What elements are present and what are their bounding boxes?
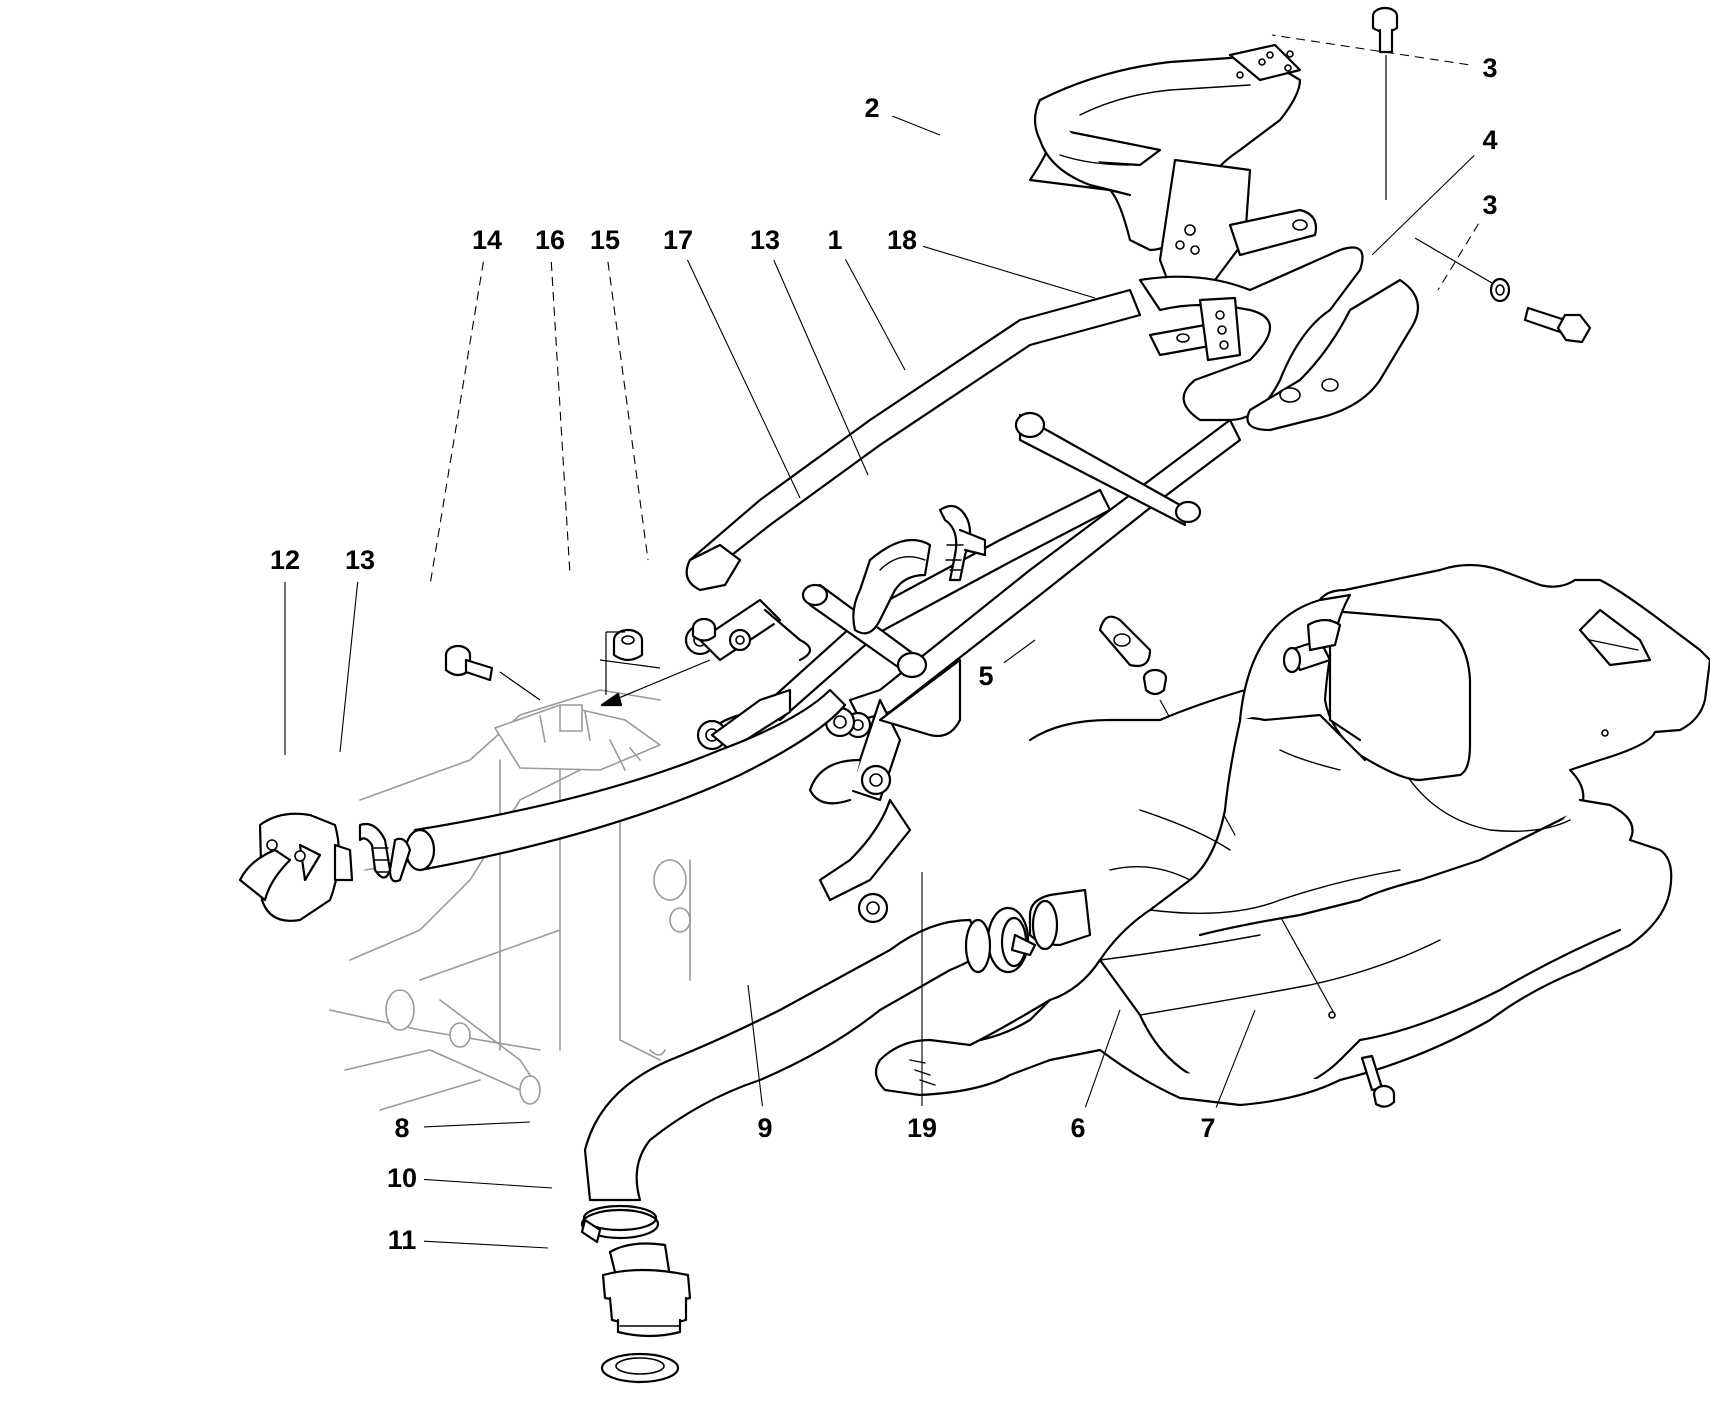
callout-2: 2	[864, 93, 941, 136]
leader-line-17	[686, 259, 801, 499]
callout-number-19: 19	[907, 1113, 937, 1143]
phantom-main-frame	[329, 689, 691, 1111]
callout-12: 12	[270, 545, 300, 755]
fuel-tank	[874, 563, 1710, 1107]
leader-line-2	[892, 115, 941, 136]
leader-line-13b	[773, 259, 869, 476]
callout-15: 15	[590, 225, 649, 561]
hose-clip-left	[358, 822, 412, 883]
callout-13b: 13	[750, 225, 869, 476]
callout-8: 8	[394, 1113, 531, 1143]
filler-hose	[583, 918, 992, 1202]
leader-line-6	[1084, 1009, 1121, 1108]
callout-number-7: 7	[1200, 1113, 1215, 1143]
callout-3a: 3	[1271, 34, 1498, 83]
callout-number-13a: 13	[345, 545, 375, 575]
callout-9: 9	[747, 984, 773, 1143]
callout-number-15: 15	[590, 225, 620, 255]
callout-18: 18	[887, 225, 1096, 299]
callout-14: 14	[429, 225, 502, 586]
callout-number-13b: 13	[750, 225, 780, 255]
hose-clip-upper	[938, 504, 987, 582]
breather-hose	[852, 538, 932, 635]
callout-3b: 3	[1437, 190, 1498, 291]
callout-number-18: 18	[887, 225, 917, 255]
callout-number-5: 5	[978, 661, 993, 691]
fuel-hose-front	[404, 688, 847, 872]
rear-subframe	[684, 208, 1420, 924]
leader-line-10	[423, 1178, 553, 1189]
leader-line-15	[607, 261, 649, 561]
callout-7: 7	[1200, 1009, 1256, 1143]
bolt-3-top	[1371, 6, 1399, 200]
callout-16: 16	[535, 225, 571, 576]
callout-number-14: 14	[472, 225, 502, 255]
leader-line-3b	[1437, 223, 1479, 291]
leader-line-4	[1371, 154, 1475, 256]
leader-line-11	[423, 1240, 549, 1249]
callout-19: 19	[907, 872, 937, 1143]
leader-line-13a	[339, 581, 359, 753]
callout-number-9: 9	[757, 1113, 772, 1143]
screw-7	[1360, 1054, 1396, 1108]
leader-line-8	[423, 1121, 531, 1128]
callout-number-8: 8	[394, 1113, 409, 1143]
callout-17: 17	[663, 225, 801, 499]
gasket	[600, 1352, 680, 1384]
nut-16	[605, 628, 644, 695]
callout-10: 10	[387, 1163, 553, 1193]
callout-4: 4	[1371, 125, 1498, 256]
callout-number-6: 6	[1070, 1113, 1085, 1143]
leader-line-7	[1215, 1009, 1256, 1108]
leader-line-9	[747, 984, 763, 1107]
bolt-3-right	[1523, 306, 1592, 344]
leader-line-18	[922, 245, 1096, 299]
washer-4	[1414, 237, 1511, 303]
bracket-clip	[1198, 296, 1242, 362]
callout-number-3b: 3	[1482, 190, 1497, 220]
callout-number-4: 4	[1482, 125, 1497, 155]
callout-number-12: 12	[270, 545, 300, 575]
callout-number-11: 11	[388, 1225, 417, 1255]
callout-number-10: 10	[387, 1163, 417, 1193]
filler-neck	[601, 1242, 692, 1338]
leader-line-1	[844, 259, 906, 371]
callout-6: 6	[1070, 1009, 1121, 1143]
callout-number-3a: 3	[1482, 53, 1497, 83]
leader-line-5	[1003, 639, 1036, 664]
callout-13a: 13	[339, 545, 375, 753]
leader-line-3a	[1271, 34, 1469, 66]
callout-5: 5	[978, 639, 1036, 691]
grab-handle	[1028, 43, 1302, 302]
assembly-arrow	[499, 659, 711, 707]
bolt-14	[444, 644, 494, 682]
end-cap	[238, 812, 354, 922]
callout-1: 1	[827, 225, 906, 371]
hose-clamp-8	[580, 1204, 660, 1244]
leader-line-14	[429, 261, 484, 586]
leader-line-16	[550, 261, 571, 576]
callout-number-1: 1	[827, 225, 842, 255]
callout-number-17: 17	[663, 225, 693, 255]
washer-15	[691, 617, 717, 642]
callout-11: 11	[388, 1225, 549, 1255]
callout-number-16: 16	[535, 225, 565, 255]
callout-number-2: 2	[864, 93, 879, 123]
